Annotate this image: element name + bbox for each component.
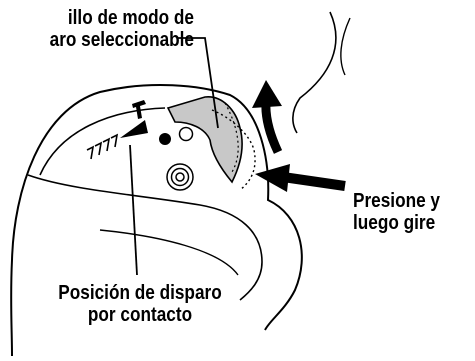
mode-selector-label-line2: aro seleccionable xyxy=(49,29,194,51)
rotate-arrow-icon xyxy=(252,80,283,154)
contact-label-line2: por contacto xyxy=(87,304,193,326)
press-label-line1: Presione y xyxy=(353,190,441,212)
bump-fire-dot-icon xyxy=(159,133,171,145)
single-nail-icon xyxy=(132,100,146,119)
mode-selector-label: illo de modo de aro seleccionable xyxy=(22,7,194,51)
lever-dashed-path xyxy=(224,102,239,173)
tool-body-lower-line xyxy=(99,229,239,276)
contact-label-line1: Posición de disparo xyxy=(58,282,222,304)
arrow-indicator-icon xyxy=(120,120,148,138)
selector-leader-line xyxy=(178,37,219,129)
concentric-circle-icon xyxy=(166,163,194,191)
tool-body-inner-line xyxy=(39,107,166,176)
tool-body-grip-line xyxy=(27,174,263,301)
contact-fire-position-label: Posición de disparo por contacto xyxy=(37,282,243,326)
mode-selector-label-line1: illo de modo de xyxy=(67,7,194,29)
press-label-line2: luego gire xyxy=(353,212,436,234)
contact-leader-line xyxy=(129,144,138,276)
press-arrow-icon xyxy=(255,164,346,192)
multi-nail-icon xyxy=(86,133,119,160)
hand-outline-finger xyxy=(340,17,351,76)
single-fire-circle-icon xyxy=(178,126,194,142)
mode-selector-lever[interactable] xyxy=(166,96,243,184)
hand-outline xyxy=(292,11,337,134)
press-and-turn-label: Presione y luego gire xyxy=(353,190,440,234)
